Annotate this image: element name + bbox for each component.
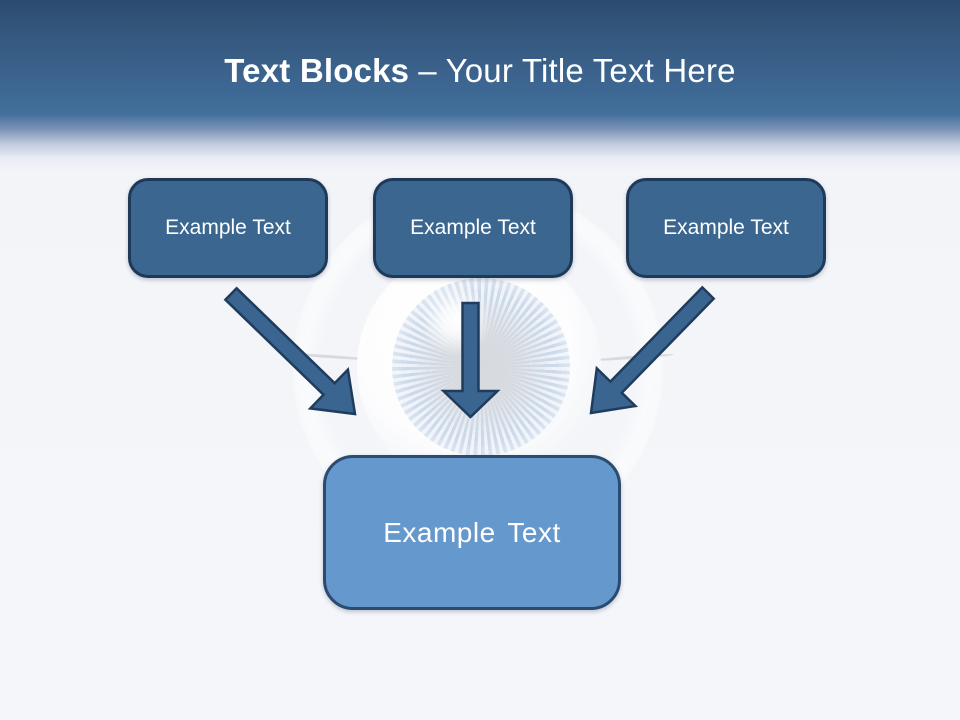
text-block-2-label: Example Text	[410, 216, 536, 239]
bottom-text-block-label: Example Text	[383, 516, 561, 548]
text-block-2: Example Text	[373, 178, 573, 278]
left-arrow-icon	[223, 286, 357, 416]
bottom-text-block: Example Text	[323, 455, 621, 610]
text-block-3: Example Text	[626, 178, 826, 278]
text-block-1-label: Example Text	[165, 216, 291, 239]
eyeball-iris-art	[392, 278, 570, 456]
header-band	[0, 0, 960, 170]
page-title: Text Blocks– Your Title Text Here	[0, 52, 960, 90]
right-arrow-icon	[589, 285, 716, 415]
title-regular-segment: – Your Title Text Here	[418, 52, 736, 89]
text-block-1: Example Text	[128, 178, 328, 278]
center-arrow-icon	[440, 301, 501, 419]
text-block-3-label: Example Text	[663, 216, 789, 239]
title-bold-segment: Text Blocks	[224, 52, 410, 89]
